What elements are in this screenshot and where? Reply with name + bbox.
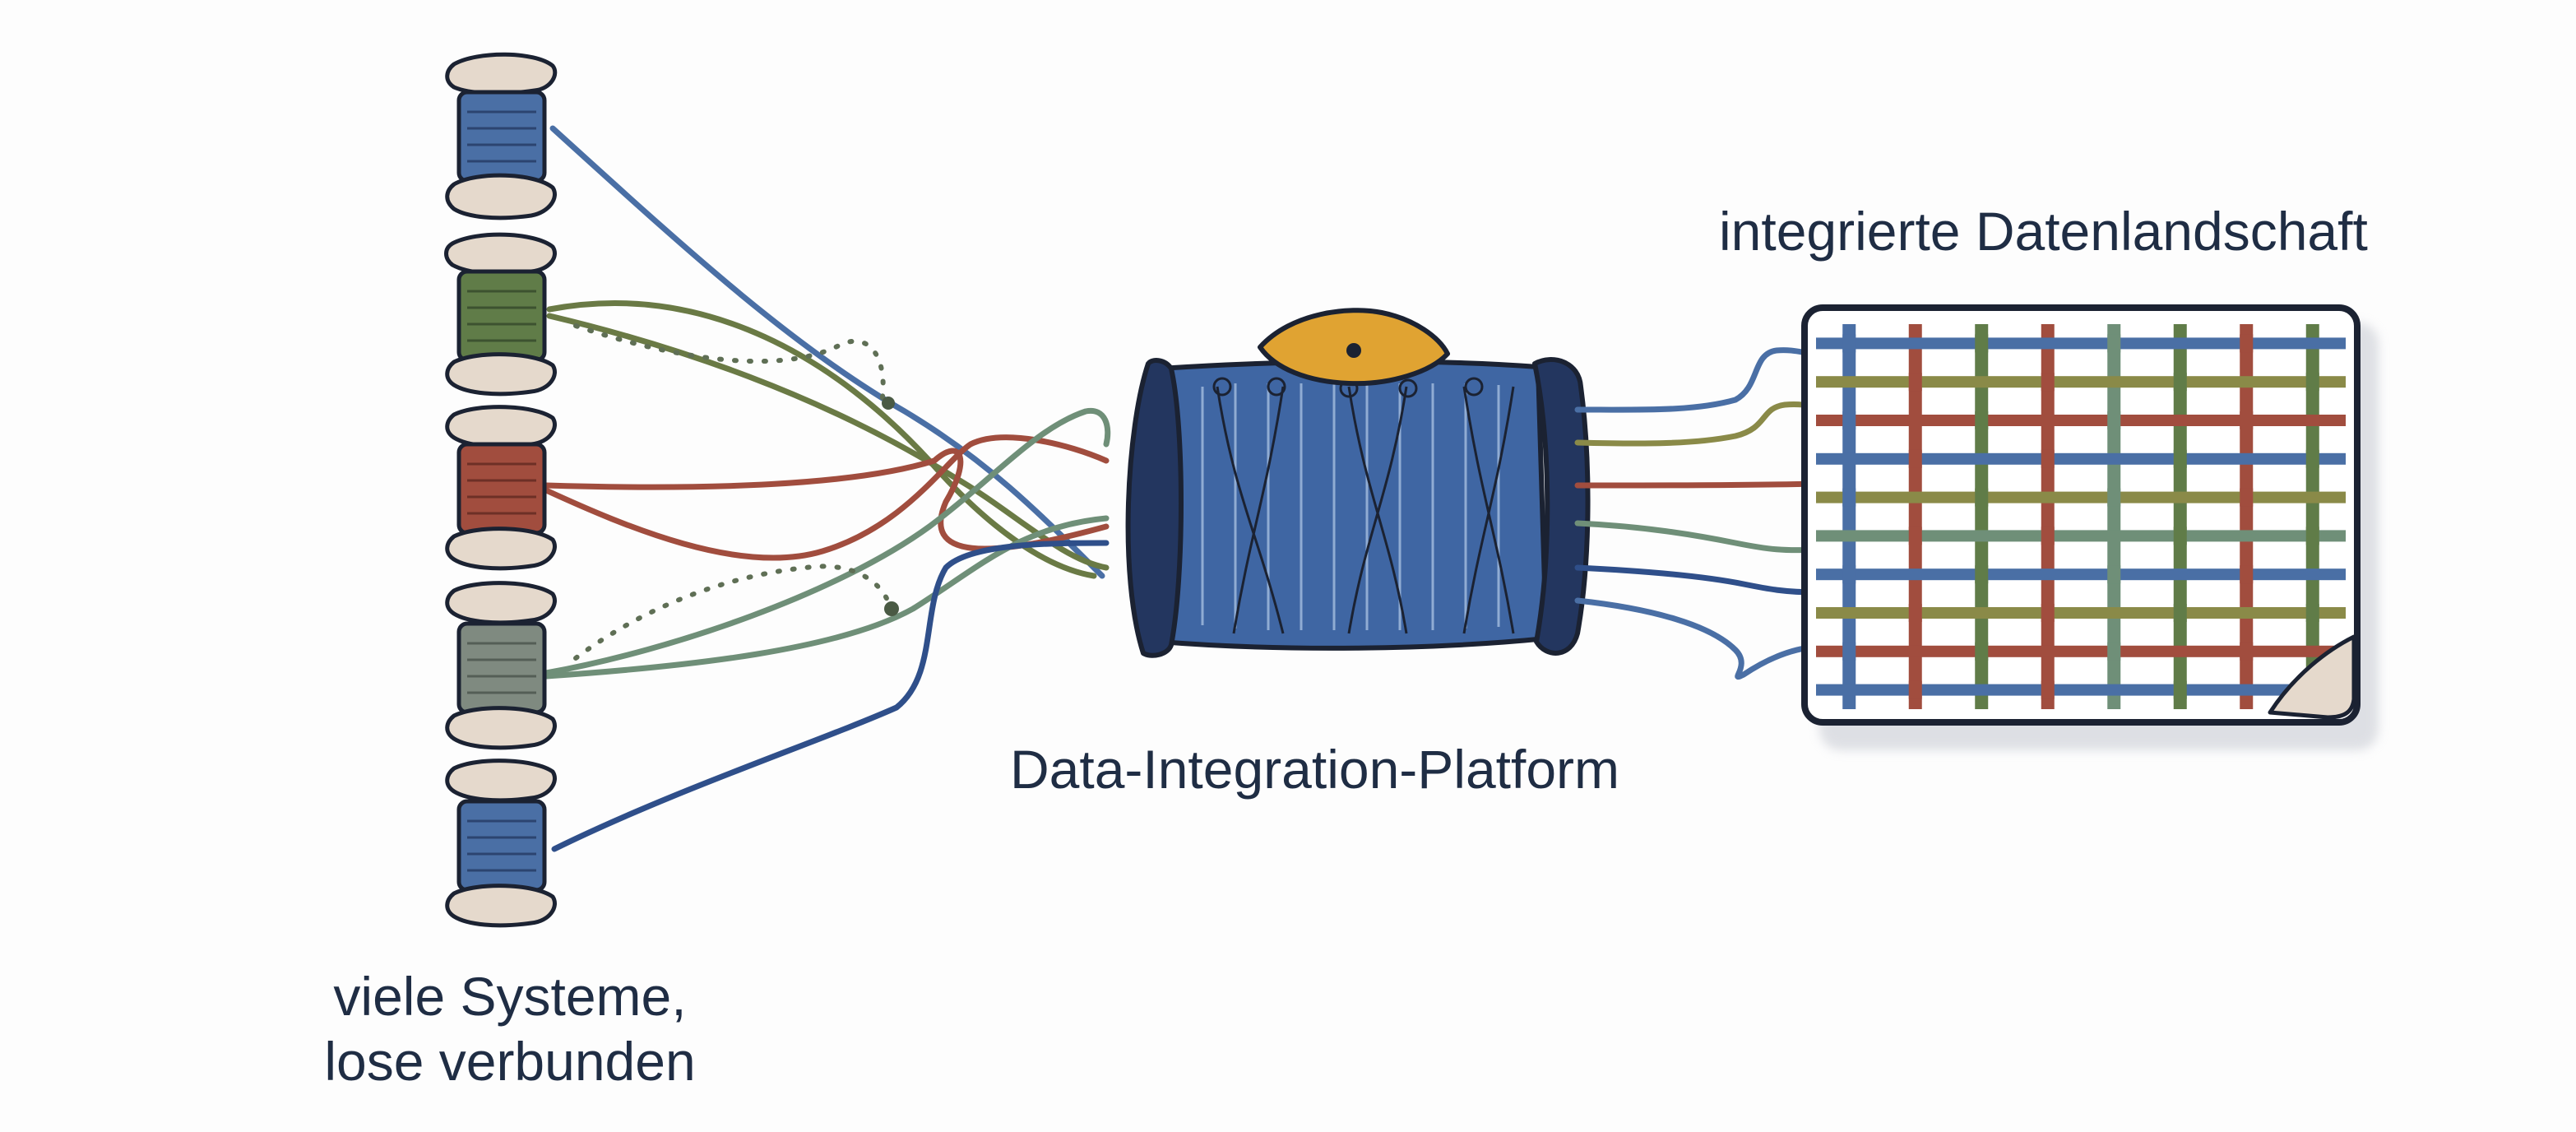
- system-block: [456, 799, 547, 893]
- fabric-stitch: [2107, 411, 2121, 429]
- spool-right-end: [1532, 357, 1591, 656]
- fabric-stitch: [2173, 449, 2187, 468]
- thread-red-a: [543, 448, 1110, 552]
- fabric-stitch: [1975, 488, 1989, 507]
- systems-caption-line1: viele Systeme,: [333, 966, 687, 1027]
- fabric-stitch: [2240, 411, 2254, 429]
- fabric-horizontal-thread: [1816, 607, 2346, 619]
- fabric-stitch: [2107, 334, 2121, 353]
- fabric-stitch: [2305, 527, 2319, 545]
- bone-cap: [445, 581, 557, 625]
- fabric-stitch: [2041, 373, 2055, 392]
- systems-caption-line2: lose verbunden: [324, 1031, 696, 1093]
- bone-cap: [445, 52, 558, 95]
- fabric-stitch: [2041, 604, 2055, 622]
- fabric-stitch: [2041, 527, 2055, 545]
- fabric-horizontal-thread: [1816, 684, 2346, 696]
- system-4-block: [456, 621, 547, 715]
- bone-cap: [445, 527, 557, 571]
- thread-red-b: [543, 434, 1110, 561]
- thread-blue-bottom: [551, 540, 1110, 852]
- fabric-stitch: [2240, 334, 2254, 353]
- thread-dotted-upper: [573, 323, 886, 406]
- system-2-block: [456, 269, 547, 363]
- fabric-horizontal-thread: [1816, 452, 2346, 465]
- fabric-horizontal-thread: [1816, 645, 2346, 657]
- bone-cap: [445, 173, 557, 220]
- fabric-weave: [1816, 324, 2346, 709]
- fabric-stitch: [2305, 449, 2319, 468]
- fabric-stitch: [1975, 642, 1989, 661]
- loose-connection-threads: [543, 125, 1111, 852]
- lens-dot: [1346, 343, 1361, 358]
- integrated-data-fabric: [1801, 304, 2379, 750]
- thread-sage-a: [543, 407, 1111, 676]
- fabric-stitch: [2107, 488, 2121, 507]
- fabric-stitch: [2305, 373, 2319, 392]
- fabric-corner-fold: [2268, 634, 2356, 720]
- platform-caption: Data-Integration-Platform: [1010, 739, 1619, 800]
- fabric-stitch: [1842, 565, 1856, 584]
- fabric-stitch: [1908, 527, 1922, 545]
- thread-blue-top: [549, 125, 1105, 579]
- fabric-stitch: [2240, 642, 2254, 661]
- fabric-stitch: [1908, 373, 1922, 392]
- fabric-horizontal-thread: [1816, 530, 2346, 542]
- systems-caption: viele Systeme, lose verbunden: [280, 964, 740, 1094]
- fabric-stitch: [2041, 449, 2055, 468]
- fabric-horizontal-thread: [1816, 568, 2346, 581]
- fabric-stitch: [1842, 488, 1856, 507]
- bone-cap: [445, 352, 557, 397]
- fabric-stitch: [1842, 411, 1856, 429]
- bone-cap: [444, 232, 557, 276]
- fabric-horizontal-thread: [1816, 337, 2346, 350]
- system-1-block: [456, 90, 547, 183]
- fabric-stitch: [1842, 334, 1856, 353]
- fabric-horizontal-thread: [1816, 491, 2346, 503]
- system-block: [456, 621, 547, 715]
- fabric-stitch: [1908, 680, 1922, 699]
- thread-dotted-lower: [573, 564, 892, 661]
- fabric-stitch: [2240, 565, 2254, 584]
- fabric-stitch: [2107, 642, 2121, 661]
- integration-platform-spool: [1125, 308, 1591, 658]
- fabric-stitch: [1908, 604, 1922, 622]
- thread-sage-b: [543, 515, 1110, 680]
- fabric-stitch: [1842, 642, 1856, 661]
- system-block: [456, 269, 547, 363]
- fabric-background: [1801, 304, 2361, 726]
- fabric-stitch: [1908, 449, 1922, 468]
- fabric-horizontal-thread: [1816, 415, 2346, 426]
- fabric-stitch: [2173, 527, 2187, 545]
- thread-green-a: [546, 300, 1097, 579]
- spool-winding: [1212, 377, 1515, 634]
- fabric-stitch: [2240, 488, 2254, 507]
- spool-left-end: [1125, 358, 1184, 658]
- fabric-stitch: [1975, 565, 1989, 584]
- systems-stack: [444, 52, 558, 928]
- bone-cap: [445, 706, 557, 750]
- output-threads: [1574, 347, 1821, 680]
- fabric-horizontal-thread: [1816, 376, 2346, 388]
- fabric-stitch: [1975, 411, 1989, 429]
- fabric-stitch: [2173, 604, 2187, 622]
- fabric-stitch: [2041, 680, 2055, 699]
- system-5-block: [456, 799, 547, 893]
- system-3-block: [456, 442, 547, 536]
- system-block: [456, 442, 547, 536]
- bone-cap: [445, 884, 557, 928]
- fabric-stitch: [2173, 373, 2187, 392]
- system-block: [456, 90, 547, 183]
- fabric-stitch: [2305, 604, 2319, 622]
- spool-stripes: [1201, 383, 1500, 630]
- integrated-landscape-caption: integrierte Datenlandschaft: [1719, 201, 2368, 262]
- fabric-stitch: [2173, 680, 2187, 699]
- bone-cap: [445, 759, 557, 803]
- fabric-stitch: [1975, 334, 1989, 353]
- bone-cap: [445, 405, 557, 449]
- fabric-stitch: [2107, 565, 2121, 584]
